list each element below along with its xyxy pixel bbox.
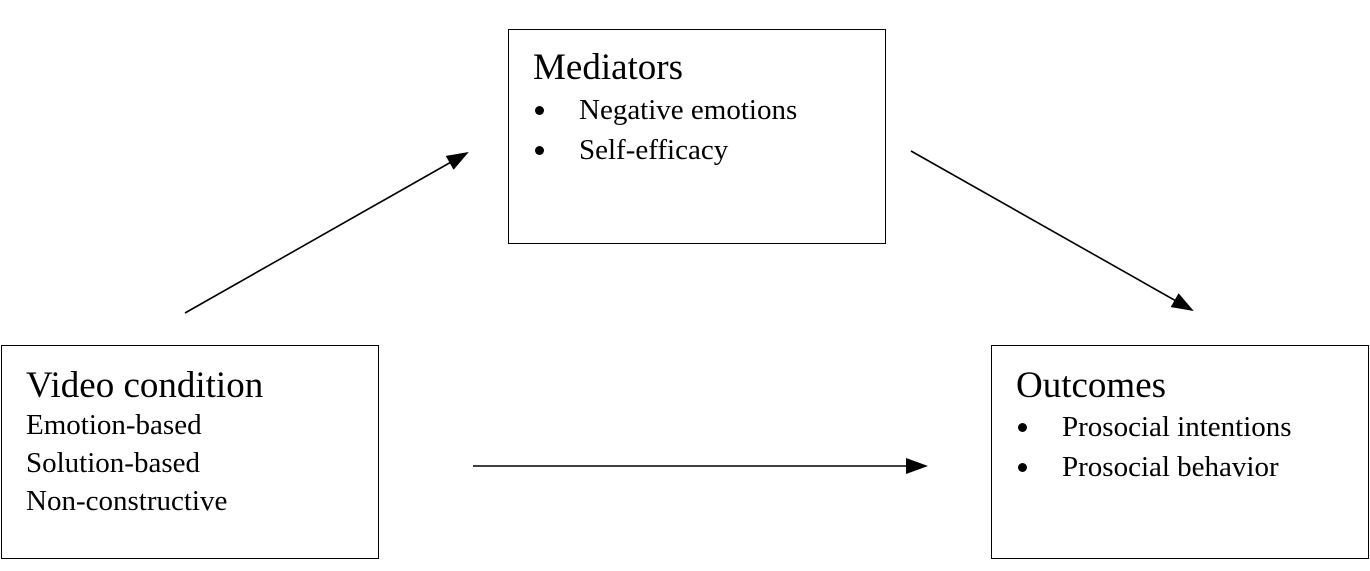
mediators-item: Self-efficacy: [533, 130, 797, 170]
video-condition-item: Solution-based: [26, 447, 200, 479]
mediators-item-label: Negative emotions: [579, 94, 798, 126]
arrow-mediators-to-outcomes: [910, 150, 1194, 311]
bullet-icon: [1018, 423, 1027, 432]
outcomes-item-label: Prosocial intentions: [1062, 411, 1292, 443]
outcomes-item: Prosocial behavior: [1016, 447, 1292, 487]
mediators-list: Negative emotions Self-efficacy: [533, 90, 797, 170]
arrow-video-to-mediators: [184, 152, 469, 314]
mediators-title: Mediators: [533, 47, 684, 88]
video-condition-item: Emotion-based: [26, 409, 202, 441]
outcomes-item: Prosocial intentions: [1016, 407, 1292, 447]
video-condition-list: Emotion-based Solution-based Non-constru…: [26, 406, 227, 520]
mediators-item: Negative emotions: [533, 90, 797, 130]
outcomes-box: Outcomes Prosocial intentions Prosocial …: [991, 345, 1369, 559]
mediators-box: Mediators Negative emotions Self-efficac…: [508, 29, 886, 244]
bullet-icon: [535, 146, 544, 155]
outcomes-title: Outcomes: [1016, 365, 1167, 406]
video-condition-box: Video condition Emotion-based Solution-b…: [1, 345, 379, 559]
video-condition-item: Non-constructive: [26, 485, 228, 517]
mediators-item-label: Self-efficacy: [579, 134, 729, 166]
outcomes-list: Prosocial intentions Prosocial behavior: [1016, 407, 1292, 487]
bullet-icon: [1018, 463, 1027, 472]
outcomes-item-label: Prosocial behavior: [1062, 451, 1279, 483]
bullet-icon: [535, 106, 544, 115]
video-condition-title: Video condition: [26, 365, 264, 406]
